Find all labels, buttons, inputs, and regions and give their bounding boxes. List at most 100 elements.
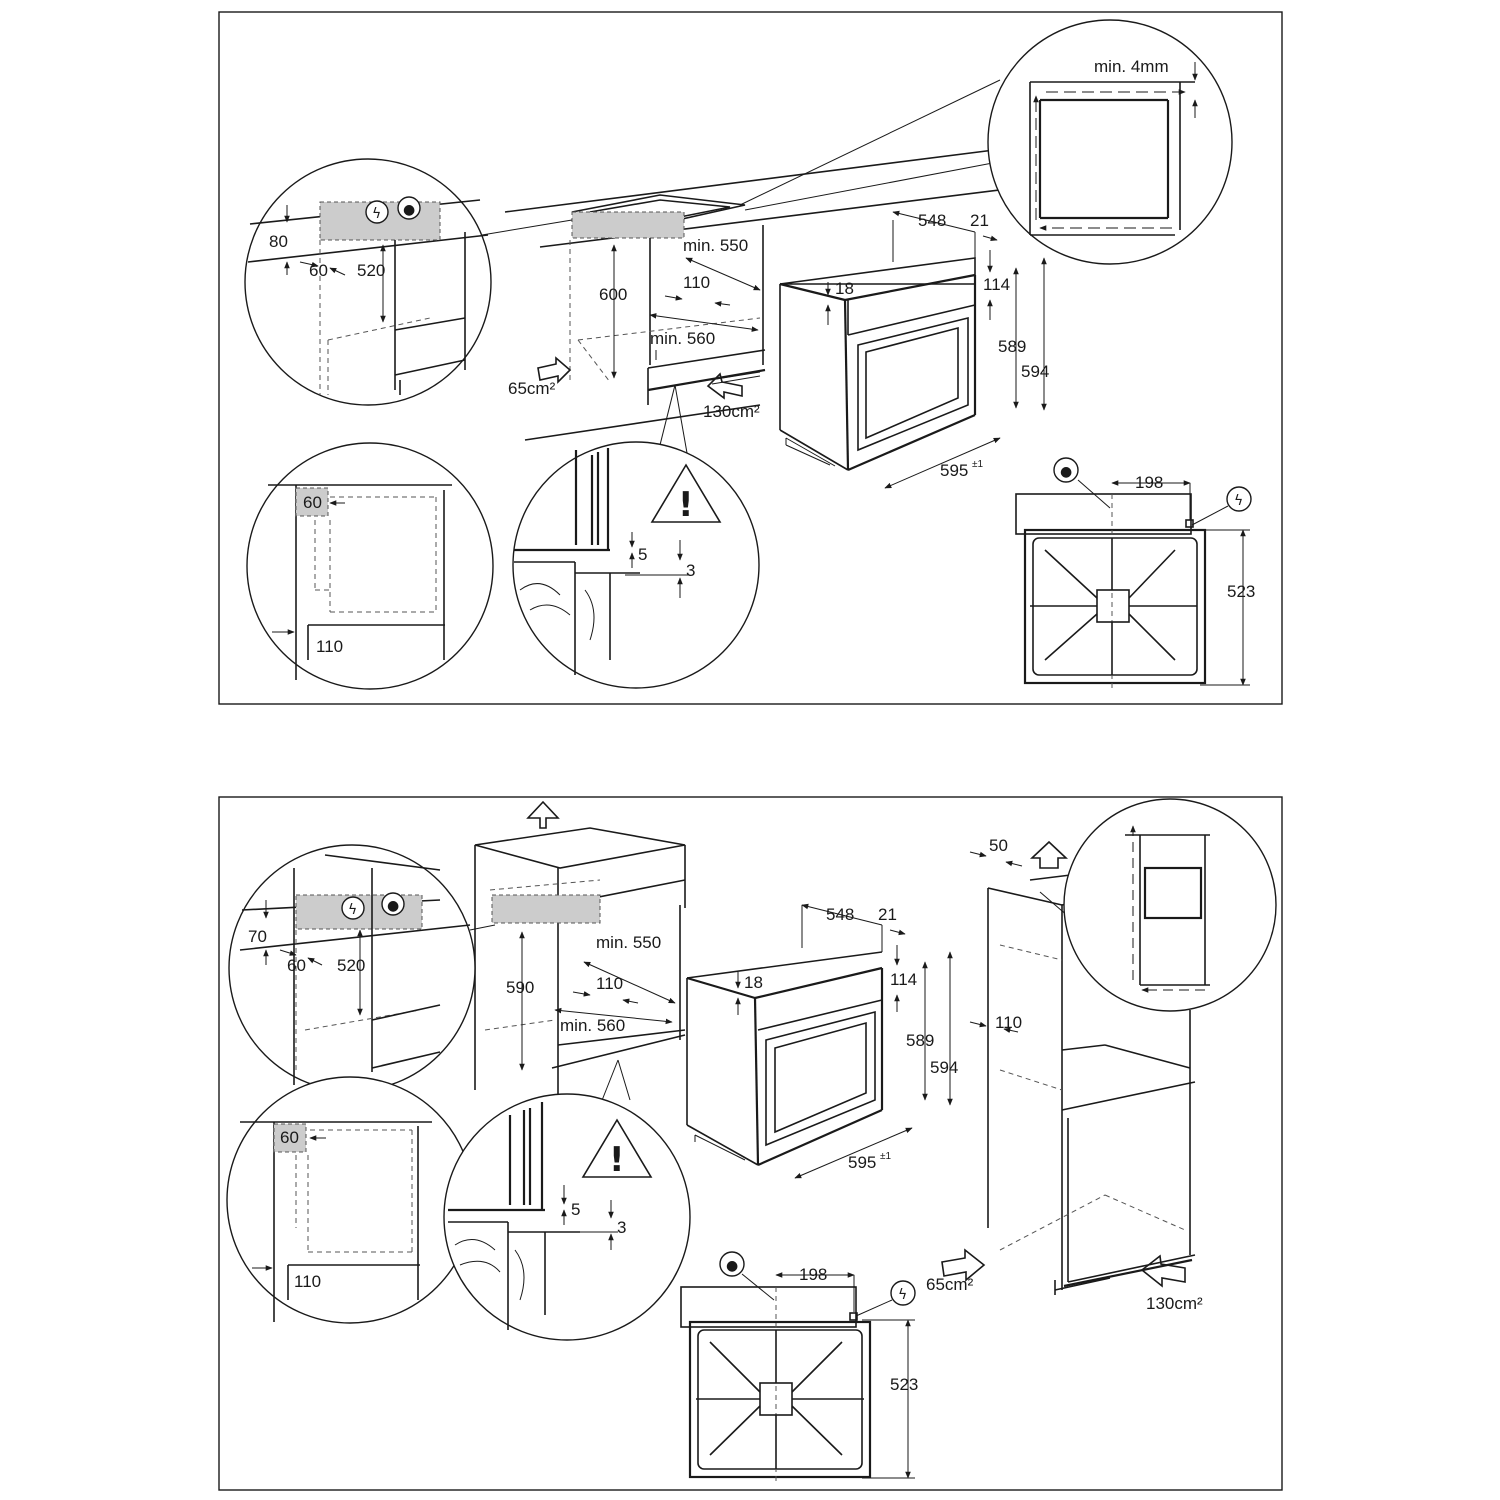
column-cabinet: 50 110 65cm² 130cm²: [926, 836, 1203, 1313]
dim-5: 5: [638, 545, 647, 564]
airflow-arrow-icon: [526, 800, 560, 829]
vent-front-arrow: [537, 356, 572, 384]
dim-523: 523: [1227, 582, 1255, 601]
detail-side-clearance: 60 110: [246, 442, 494, 690]
wood-grain: [519, 583, 595, 641]
svg-text:●: ●: [1060, 464, 1072, 480]
electric-connection-icon: [890, 1280, 916, 1306]
dim-589: 589: [998, 337, 1026, 356]
dim-198: 198: [799, 1265, 827, 1284]
dim-110: 110: [294, 1272, 321, 1291]
dim-3: 3: [617, 1218, 626, 1237]
svg-text:!: !: [678, 485, 694, 525]
dim-594: 594: [1021, 362, 1049, 381]
electric-connection-icon: [341, 896, 365, 920]
detail-gap-warning: ! 5 3: [512, 441, 760, 689]
dim-595-tolerance: ±1: [972, 459, 983, 470]
dim-60: 60: [309, 261, 328, 280]
dim-198: 198: [1135, 473, 1163, 492]
dim-min550: min. 550: [683, 236, 748, 255]
kitchen-worktop: [504, 147, 1041, 441]
dim-min550: min. 550: [596, 933, 661, 952]
dim-60: 60: [280, 1128, 299, 1147]
cabinet-dimensions: 600 min. 550 110 min. 560 65cm² 130cm²: [508, 236, 761, 421]
connection-zone: [491, 894, 601, 924]
hob-connection-zone: [571, 211, 685, 239]
dim-114: 114: [983, 275, 1010, 294]
vent-front-65: 65cm²: [926, 1275, 974, 1294]
gas-flame-icon: [381, 892, 405, 916]
dim-548: 548: [826, 905, 854, 924]
svg-text:●: ●: [387, 898, 399, 914]
dim-min4mm: min. 4mm: [1094, 57, 1169, 76]
airflow-arrow-icon: [1029, 840, 1069, 869]
svg-text:!: !: [609, 1140, 625, 1180]
dim-min560: min. 560: [650, 329, 715, 348]
detail-air-circulation: min. 4mm: [987, 19, 1233, 265]
svg-text:ϟ: ϟ: [898, 1287, 907, 1303]
warning-triangle-icon: [581, 1118, 653, 1178]
dim-600: 600: [599, 285, 627, 304]
dim-70: 70: [248, 927, 267, 946]
panel-frame: [218, 796, 1283, 1491]
dim-523: 523: [890, 1375, 918, 1394]
gas-flame-icon: [397, 196, 421, 220]
svg-text:●: ●: [403, 202, 415, 218]
dim-min560: min. 560: [560, 1016, 625, 1035]
dim-3: 3: [686, 561, 695, 580]
dim-18: 18: [744, 973, 763, 992]
dim-21: 21: [878, 905, 897, 924]
dim-50: 50: [989, 836, 1008, 855]
dim-110: 110: [596, 974, 623, 993]
warning-triangle-icon: [650, 463, 722, 523]
dim-60: 60: [303, 493, 322, 512]
connection-zone: [295, 487, 329, 517]
dim-80: 80: [269, 232, 288, 251]
vent-rear-130: 130cm²: [1146, 1294, 1203, 1313]
oven-bottom: [686, 951, 884, 1167]
gas-flame-icon: [719, 1251, 745, 1277]
oven-top: [779, 257, 977, 472]
oven-back-view: ● ϟ 198 523: [680, 1251, 918, 1485]
dim-114: 114: [890, 970, 917, 989]
vent-rear-arrow: [706, 372, 743, 400]
svg-text:●: ●: [726, 1258, 738, 1274]
dim-110: 110: [683, 273, 710, 292]
detail-side-clearance: 60 110: [226, 1076, 474, 1324]
oven-dimensions-bottom: 548 21 18 114 589 594 595 ±1: [735, 903, 958, 1179]
dim-595: 595: [940, 461, 968, 480]
wood-grain: [454, 1239, 525, 1301]
electric-connection-icon: [1226, 486, 1252, 512]
dim-595: 595: [848, 1153, 876, 1172]
panel-frame: [218, 11, 1283, 705]
electric-connection-icon: [365, 200, 389, 224]
svg-text:ϟ: ϟ: [372, 206, 381, 222]
panel-built-under: 600 min. 550 110 min. 560 65cm² 130cm²: [218, 11, 1283, 705]
dim-594: 594: [930, 1058, 958, 1077]
connection-zone: [273, 1123, 307, 1153]
panel-built-in-column: 590 min. 550 110 min. 560: [218, 796, 1283, 1491]
svg-text:ϟ: ϟ: [1234, 493, 1243, 509]
tall-cabinet: 590 min. 550 110 min. 560: [469, 800, 686, 1119]
dim-595-tolerance: ±1: [880, 1151, 891, 1162]
vent-front-arrow: [941, 1248, 986, 1282]
vent-rear-130: 130cm²: [703, 402, 760, 421]
dim-5: 5: [571, 1200, 580, 1219]
svg-text:ϟ: ϟ: [348, 902, 357, 918]
dim-520: 520: [357, 261, 385, 280]
dim-110: 110: [995, 1013, 1022, 1032]
detail-air-circulation: [1063, 798, 1277, 1012]
dim-589: 589: [906, 1031, 934, 1050]
dim-110: 110: [316, 637, 343, 656]
detail-hob-connection: ϟ ● 80 60 520: [244, 158, 492, 406]
dim-60: 60: [287, 956, 306, 975]
vent-front-65: 65cm²: [508, 379, 556, 398]
dim-18: 18: [835, 279, 854, 298]
oven-dimensions-top: 548 21 18 114 589 594 595 ±1: [825, 210, 1049, 489]
detail-hob-connection: ϟ ● 70 60 520: [228, 844, 476, 1092]
dim-520: 520: [337, 956, 365, 975]
vent-rear-arrow: [1140, 1254, 1186, 1288]
dim-548: 548: [918, 211, 946, 230]
